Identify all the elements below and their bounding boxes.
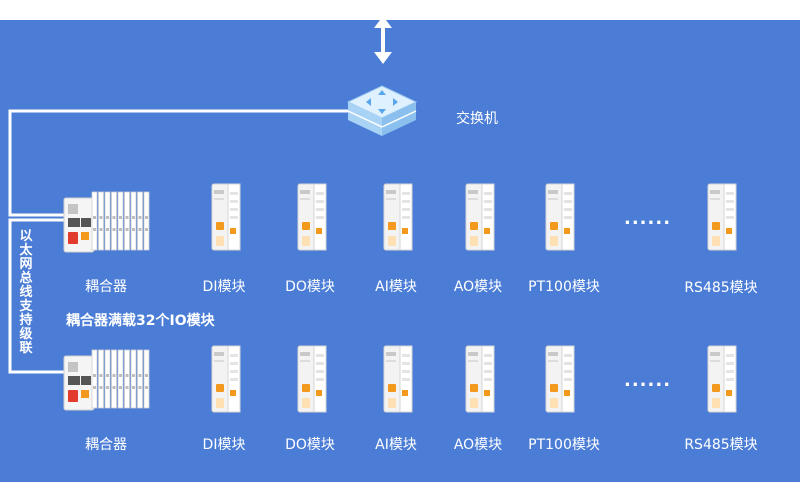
di-module-icon <box>206 344 246 414</box>
coupler-label: 耦合器 <box>85 437 127 453</box>
ao-module-icon <box>460 182 500 252</box>
module-label: AI模块 <box>375 437 417 453</box>
coupler-label: 耦合器 <box>85 279 127 295</box>
module-label: DI模块 <box>202 279 246 295</box>
module-label: PT100模块 <box>528 279 600 295</box>
more-modules-ellipsis: ...... <box>624 208 672 229</box>
pt100-module-icon <box>540 344 580 414</box>
capacity-note: 耦合器满载32个IO模块 <box>66 313 215 329</box>
rs485-module-icon <box>702 182 742 252</box>
coupler-device-icon <box>62 188 154 254</box>
module-label: AO模块 <box>453 437 503 453</box>
switch-label: 交换机 <box>456 111 498 127</box>
pt100-module-icon <box>540 182 580 252</box>
do-module-icon <box>292 344 332 414</box>
module-label: DO模块 <box>285 437 335 453</box>
ai-module-icon <box>378 344 418 414</box>
ai-module-icon <box>378 182 418 252</box>
network-diagram: 交换机 以太网总线支持级联 耦合器满载32个IO模块 耦合器 ...... DI… <box>0 20 800 482</box>
connection-wires <box>8 20 392 374</box>
module-label: DO模块 <box>285 279 335 295</box>
do-module-icon <box>292 182 332 252</box>
ao-module-icon <box>460 344 500 414</box>
uplink-arrow-icon <box>374 20 392 64</box>
coupler-device-icon <box>62 346 154 412</box>
di-module-icon <box>206 182 246 252</box>
cascade-note: 以太网总线支持级联 <box>19 229 33 356</box>
module-label: AI模块 <box>375 279 417 295</box>
cascade-wire <box>8 218 64 374</box>
module-label: DI模块 <box>202 437 246 453</box>
module-label: AO模块 <box>453 279 503 295</box>
rs485-module-icon <box>702 344 742 414</box>
module-label: RS485模块 <box>684 280 758 296</box>
module-label: RS485模块 <box>684 437 758 453</box>
ethernet-trunk-wire <box>8 109 352 217</box>
network-switch-icon <box>346 85 418 136</box>
more-modules-ellipsis: ...... <box>624 370 672 391</box>
module-label: PT100模块 <box>528 437 600 453</box>
